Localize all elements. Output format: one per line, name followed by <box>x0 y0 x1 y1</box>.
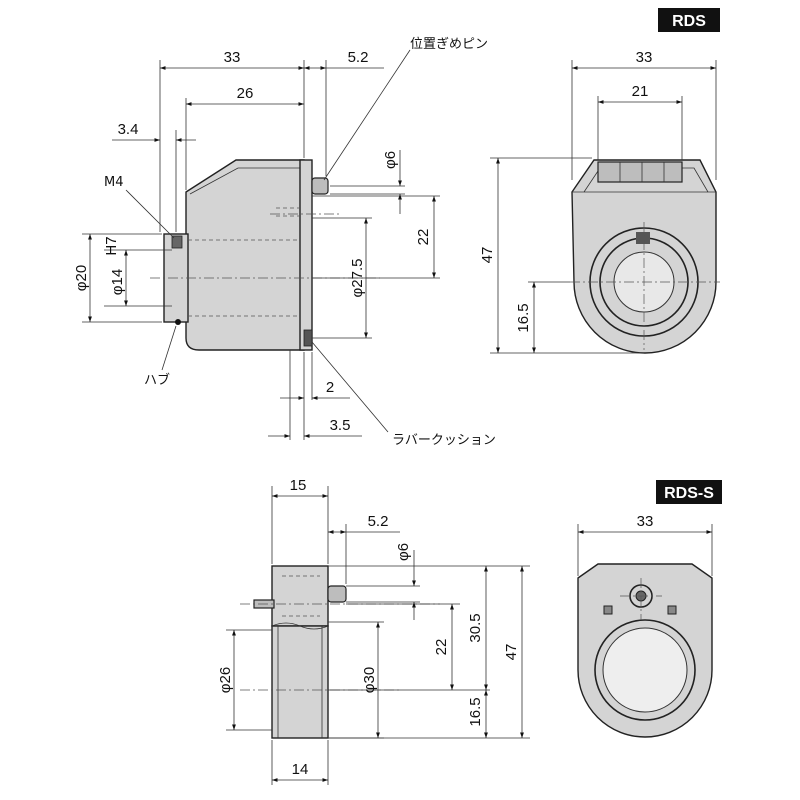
rds-s-front-bore <box>594 619 696 721</box>
dim-s-top-height: 30.5 <box>467 613 484 642</box>
dim-pin-dia: φ6 <box>382 151 399 169</box>
rds-s-front-inner <box>602 627 688 713</box>
rds-side-flange <box>299 159 313 351</box>
dim-bore-dia: φ14 <box>109 269 126 295</box>
rds-s-front-screw-left <box>603 605 613 615</box>
positioning-pin-note: 位置ぎめピン <box>410 37 488 52</box>
rubber-cushion <box>303 329 313 347</box>
rds-s-label: RDS-S <box>656 480 722 504</box>
dim-s-pin-height: 22 <box>433 639 450 656</box>
dim-hub-outer-dia: φ20 <box>73 265 90 291</box>
rds-label: RDS <box>658 8 720 32</box>
rds-s-label-text: RDS-S <box>664 485 714 502</box>
thread-note: M4 <box>104 175 124 190</box>
rds-s-side-view: 15 5.2 φ6 22 30.5 47 16.5 φ26 φ30 14 <box>217 477 530 785</box>
dim-s-outer-dia: φ30 <box>361 667 378 693</box>
dim-front-center-height: 16.5 <box>515 303 532 332</box>
dim-overall-length: 33 <box>224 49 241 66</box>
rds-s-front-view: 33 <box>577 513 713 738</box>
rubber-cushion-note: ラバークッション <box>392 433 496 448</box>
rds-s-upper-block <box>271 565 329 627</box>
rds-front-window <box>597 161 683 183</box>
rds-s-pin <box>327 585 347 603</box>
hub-dot <box>175 319 181 325</box>
dim-s-center-height: 16.5 <box>467 697 484 726</box>
rds-side-view: 33 26 5.2 3.4 φ6 22 φ20 φ14 H7 φ27.5 2 <box>73 37 496 448</box>
dim-bore-tolerance: H7 <box>103 236 120 255</box>
rds-front-key <box>636 232 650 244</box>
dim-s-overall-height: 47 <box>503 644 520 661</box>
dim-s-pin-dia: φ6 <box>395 543 412 561</box>
rds-s-front-screw-right <box>667 605 677 615</box>
dim-body-length: 26 <box>237 85 254 102</box>
dim-front-width: 33 <box>636 49 653 66</box>
dim-cushion-thickness: 2 <box>326 379 334 396</box>
dim-s-bore-dia: φ26 <box>217 667 234 693</box>
rds-label-text: RDS <box>672 13 706 30</box>
dim-s-pin-offset: 5.2 <box>368 513 389 530</box>
dim-pin-offset: 5.2 <box>348 49 369 66</box>
dim-s-top-width: 15 <box>290 477 307 494</box>
dim-front-window-width: 21 <box>632 83 649 100</box>
rds-side-body <box>185 159 305 351</box>
dim-pin-height: 22 <box>415 229 432 246</box>
rds-s-lower-body <box>271 625 329 739</box>
rds-front-view: 33 21 47 16.5 <box>479 49 720 354</box>
dim-cushion-offset: 3.5 <box>330 417 351 434</box>
dim-front-height: 47 <box>479 247 496 264</box>
dim-body-dia: φ27.5 <box>349 259 366 298</box>
dim-s-bottom-width: 14 <box>292 761 309 778</box>
dim-s-front-width: 33 <box>637 513 654 530</box>
set-screw <box>171 235 183 249</box>
hub-note: ハブ <box>144 372 170 388</box>
positioning-pin <box>311 177 329 195</box>
dim-hub-length: 3.4 <box>118 121 139 138</box>
